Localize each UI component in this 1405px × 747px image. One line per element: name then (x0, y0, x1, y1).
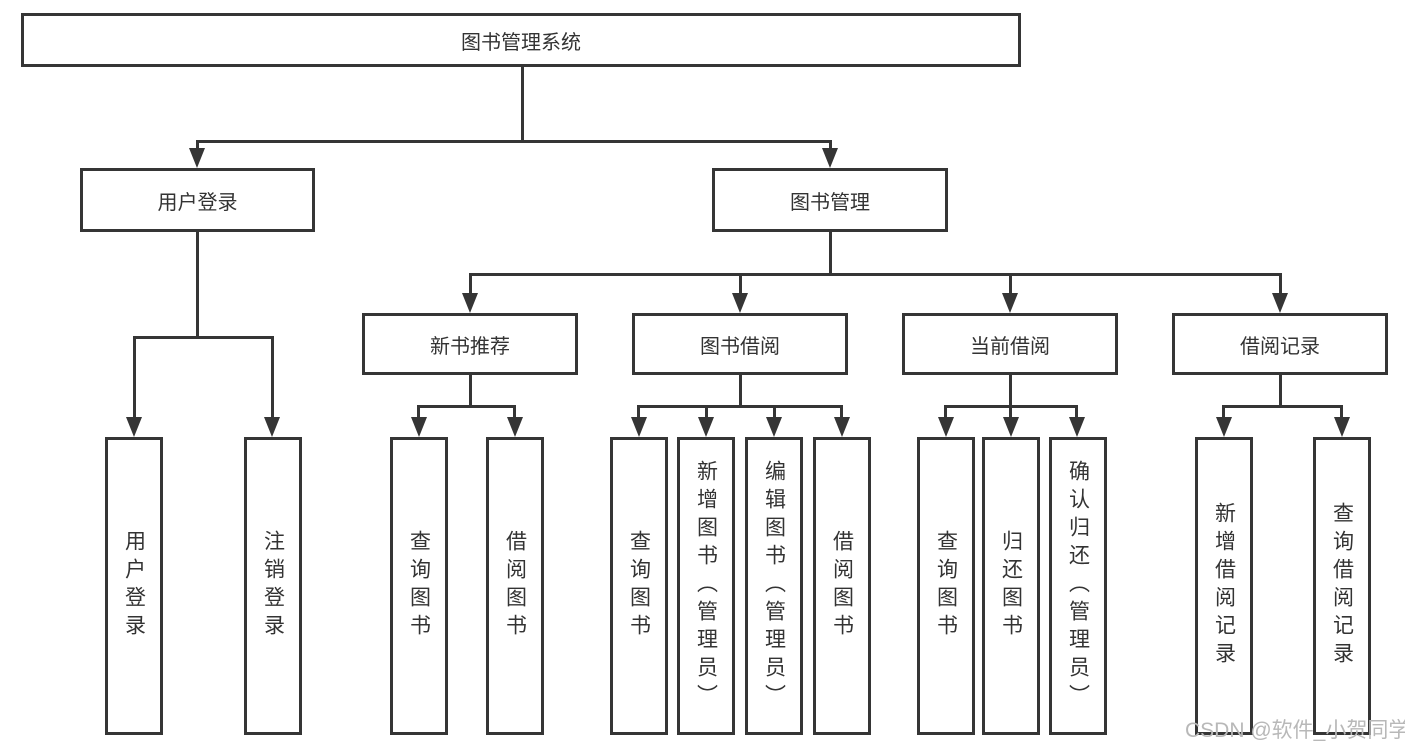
connector-drop-leaf (1009, 405, 1012, 419)
leaf-label: 编辑图书（管理员） (762, 460, 786, 712)
node-label: 图书借阅 (700, 335, 780, 358)
leaf-query-books-recommend: 查询图书 (390, 437, 448, 735)
connector-drop-leaf (637, 405, 640, 419)
connector-borrowing-stem (739, 375, 742, 408)
arrow-down-icon (1216, 417, 1232, 437)
connector-records-stem (1279, 375, 1282, 408)
leaf-label: 新增借阅记录 (1212, 502, 1236, 670)
leaf-label: 借阅图书 (503, 530, 527, 642)
connector-root-stem (521, 67, 524, 143)
leaf-logout: 注销登录 (244, 437, 302, 735)
connector-drop-borrowing (739, 273, 742, 295)
arrow-down-icon (411, 417, 427, 437)
arrow-down-icon (631, 417, 647, 437)
arrow-down-icon (766, 417, 782, 437)
arrow-down-icon (1272, 293, 1288, 313)
connector-current-stem (1009, 375, 1012, 408)
leaf-label: 查询借阅记录 (1330, 502, 1354, 670)
connector-bookmgmt-split (469, 273, 1282, 276)
leaf-return-books: 归还图书 (982, 437, 1040, 735)
connector-drop-leaf (1340, 405, 1343, 419)
leaf-label: 新增图书（管理员） (694, 460, 718, 712)
connector-userlogin-stem (196, 232, 199, 339)
leaf-edit-books-admin: 编辑图书（管理员） (745, 437, 803, 735)
connector-drop-leaf (417, 405, 420, 419)
leaf-label: 借阅图书 (830, 530, 854, 642)
arrow-down-icon (264, 417, 280, 437)
leaf-label: 查询图书 (627, 530, 651, 642)
arrow-down-icon (126, 417, 142, 437)
connector-bookmgmt-stem (829, 232, 832, 276)
node-label: 图书管理 (790, 191, 870, 214)
connector-borrowing-split (637, 405, 843, 408)
connector-drop-leaf (705, 405, 708, 419)
node-label: 图书管理系统 (461, 31, 581, 54)
leaf-label: 确认归还（管理员） (1066, 460, 1090, 712)
leaf-query-books-borrowing: 查询图书 (610, 437, 668, 735)
leaf-borrow-books: 借阅图书 (813, 437, 871, 735)
arrow-down-icon (732, 293, 748, 313)
node-library-system: 图书管理系统 (21, 13, 1021, 67)
arrow-down-icon (189, 148, 205, 168)
arrow-down-icon (462, 293, 478, 313)
leaf-query-borrow-record: 查询借阅记录 (1313, 437, 1371, 735)
connector-drop-current (1009, 273, 1012, 295)
node-current-borrowing: 当前借阅 (902, 313, 1118, 375)
node-borrowing-records: 借阅记录 (1172, 313, 1388, 375)
connector-newbooks-split (417, 405, 516, 408)
leaf-query-books-current: 查询图书 (917, 437, 975, 735)
leaf-add-borrow-record: 新增借阅记录 (1195, 437, 1253, 735)
connector-drop-leaf (944, 405, 947, 419)
arrow-down-icon (1002, 293, 1018, 313)
node-user-login: 用户登录 (80, 168, 315, 232)
leaf-label: 用户登录 (122, 530, 146, 642)
node-label: 用户登录 (157, 191, 238, 214)
connector-drop-leaf (271, 336, 274, 419)
leaf-label: 归还图书 (999, 530, 1023, 642)
leaf-label: 查询图书 (407, 530, 431, 642)
connector-drop-book-mgmt (829, 140, 832, 152)
leaf-label: 注销登录 (261, 530, 285, 642)
leaf-confirm-return-admin: 确认归还（管理员） (1049, 437, 1107, 735)
node-new-book-recommend: 新书推荐 (362, 313, 578, 375)
connector-drop-user-login (196, 140, 199, 152)
arrow-down-icon (507, 417, 523, 437)
leaf-add-books-admin: 新增图书（管理员） (677, 437, 735, 735)
node-label: 当前借阅 (970, 335, 1050, 358)
connector-root-split (196, 140, 832, 143)
connector-drop-leaf (1222, 405, 1225, 419)
connector-drop-leaf (1075, 405, 1078, 419)
arrow-down-icon (834, 417, 850, 437)
connector-newbooks-stem (469, 375, 472, 408)
arrow-down-icon (1003, 417, 1019, 437)
connector-userlogin-split (133, 336, 274, 339)
arrow-down-icon (698, 417, 714, 437)
leaf-label: 查询图书 (934, 530, 958, 642)
connector-drop-leaf (840, 405, 843, 419)
node-label: 新书推荐 (430, 335, 510, 358)
leaf-borrow-books-recommend: 借阅图书 (486, 437, 544, 735)
connector-drop-leaf (773, 405, 776, 419)
connector-drop-leaf (133, 336, 136, 419)
leaf-user-login: 用户登录 (105, 437, 163, 735)
node-book-borrowing: 图书借阅 (632, 313, 848, 375)
arrow-down-icon (822, 148, 838, 168)
arrow-down-icon (1069, 417, 1085, 437)
connector-records-split (1222, 405, 1342, 408)
watermark-text: CSDN @软件_小贺同学 (1185, 719, 1405, 742)
node-book-management: 图书管理 (712, 168, 948, 232)
connector-drop-records (1279, 273, 1282, 295)
node-label: 借阅记录 (1240, 335, 1320, 358)
connector-drop-leaf (513, 405, 516, 419)
arrow-down-icon (938, 417, 954, 437)
arrow-down-icon (1334, 417, 1350, 437)
connector-drop-newbooks (469, 273, 472, 295)
